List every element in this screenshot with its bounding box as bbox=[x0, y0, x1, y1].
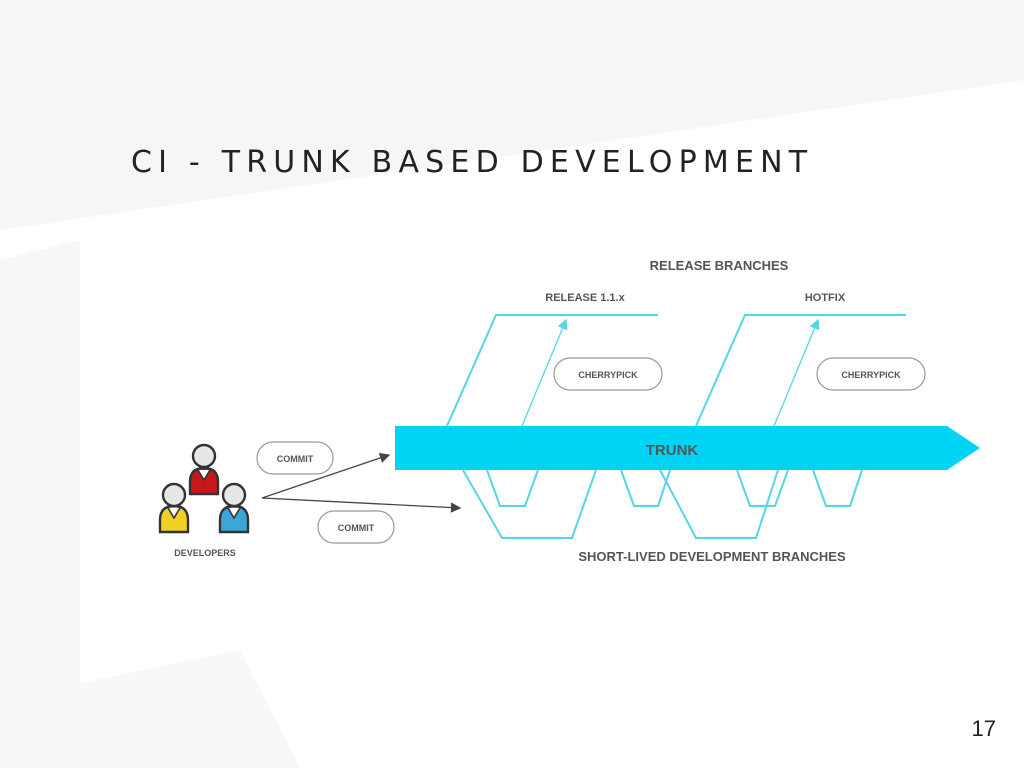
commit-arrow-to-trunk bbox=[261, 452, 391, 499]
dev-branch-long-1 bbox=[462, 469, 597, 539]
release-branches bbox=[446, 314, 906, 427]
trunk-label: TRUNK bbox=[646, 442, 699, 459]
trunk-arrow bbox=[395, 426, 980, 470]
short-lived-branches-label: SHORT-LIVED DEVELOPMENT BRANCHES bbox=[578, 549, 846, 564]
developers-group: DEVELOPERS bbox=[158, 443, 250, 558]
dev-branch-short-2 bbox=[620, 469, 671, 507]
dev-branch-short-3 bbox=[736, 469, 789, 507]
commit-pill-bottom: COMMIT bbox=[317, 510, 395, 544]
commit-label: COMMIT bbox=[338, 523, 375, 533]
developer-red-icon bbox=[188, 443, 220, 496]
page-number: 17 bbox=[971, 716, 996, 741]
release-label: RELEASE 1.1.x bbox=[545, 292, 625, 304]
commit-label: COMMIT bbox=[277, 454, 314, 464]
short-lived-branches bbox=[462, 469, 863, 539]
slide-title: CI - TRUNK BASED DEVELOPMENT bbox=[131, 145, 814, 180]
dev-branch-short-1 bbox=[486, 469, 539, 507]
release-branch-line bbox=[446, 314, 658, 427]
cherrypick-arrow-release bbox=[521, 318, 568, 427]
cherrypick-pill-release: CHERRYPICK bbox=[553, 357, 663, 391]
cherrypick-arrow-hotfix bbox=[773, 318, 820, 427]
dev-branch-short-4 bbox=[812, 469, 863, 507]
developer-yellow-icon bbox=[158, 482, 190, 534]
cherrypick-label: CHERRYPICK bbox=[578, 370, 638, 380]
commit-arrows bbox=[261, 452, 462, 513]
commit-arrow-to-branch bbox=[261, 497, 462, 513]
dev-branch-long-2 bbox=[659, 469, 779, 539]
developers-label: DEVELOPERS bbox=[174, 548, 236, 558]
hotfix-label: HOTFIX bbox=[805, 292, 846, 304]
cherrypick-label: CHERRYPICK bbox=[841, 370, 901, 380]
cherrypick-pill-hotfix: CHERRYPICK bbox=[816, 357, 926, 391]
release-branches-label: RELEASE BRANCHES bbox=[650, 258, 789, 273]
cherrypick-arrows bbox=[521, 318, 820, 427]
commit-pill-top: COMMIT bbox=[256, 441, 334, 475]
hotfix-branch-line bbox=[695, 314, 906, 427]
developer-blue-icon bbox=[218, 482, 250, 534]
